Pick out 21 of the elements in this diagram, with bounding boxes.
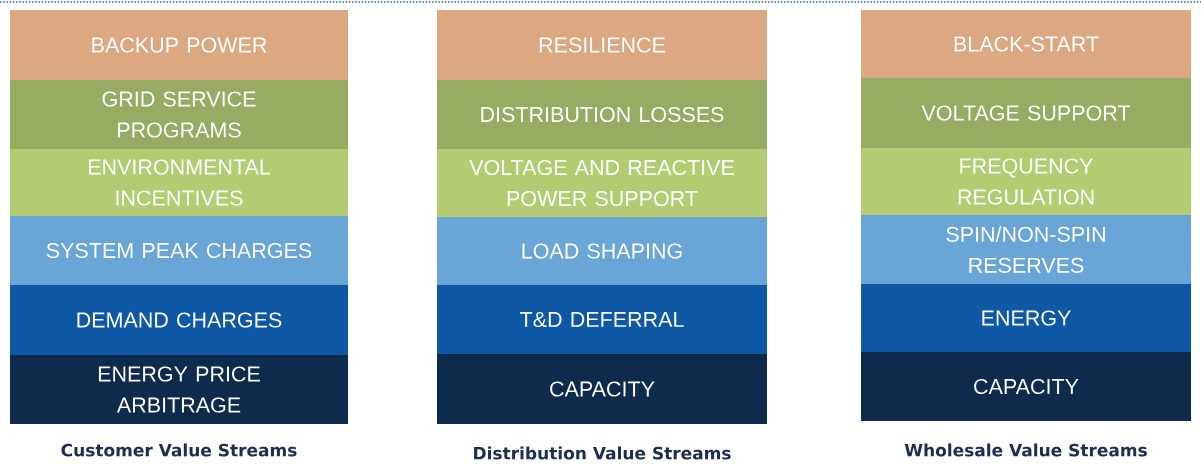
stream-band: ENERGY PRICE ARBITRAGE <box>10 355 348 424</box>
stream-band: DISTRIBUTION LOSSES <box>437 80 767 149</box>
stream-band: RESILIENCE <box>437 10 767 80</box>
column-caption: Distribution Value Streams <box>474 446 731 460</box>
stream-band: BLACK-START <box>861 10 1191 78</box>
stream-band: CAPACITY <box>437 354 767 424</box>
stream-band: ENERGY <box>861 284 1191 352</box>
stream-band: VOLTAGE SUPPORT <box>861 78 1191 148</box>
stream-band: CAPACITY <box>861 352 1191 421</box>
stream-band: ENVIRONMENTAL INCENTIVES <box>10 149 348 216</box>
column-caption: Wholesale Value Streams <box>904 443 1147 457</box>
stream-band: BACKUP POWER <box>10 10 348 80</box>
stream-band: LOAD SHAPING <box>437 217 767 285</box>
stream-band: GRID SERVICE PROGRAMS <box>10 80 348 149</box>
stream-band: SYSTEM PEAK CHARGES <box>10 216 348 285</box>
stream-band: DEMAND CHARGES <box>10 285 348 355</box>
stream-band: FREQUENCY REGULATION <box>861 148 1191 215</box>
column-caption: Customer Value Streams <box>61 443 297 457</box>
stream-band: VOLTAGE AND REACTIVE POWER SUPPORT <box>437 149 767 217</box>
stream-band: T&D DEFERRAL <box>437 285 767 354</box>
stream-band: SPIN/NON-SPIN RESERVES <box>861 215 1191 284</box>
